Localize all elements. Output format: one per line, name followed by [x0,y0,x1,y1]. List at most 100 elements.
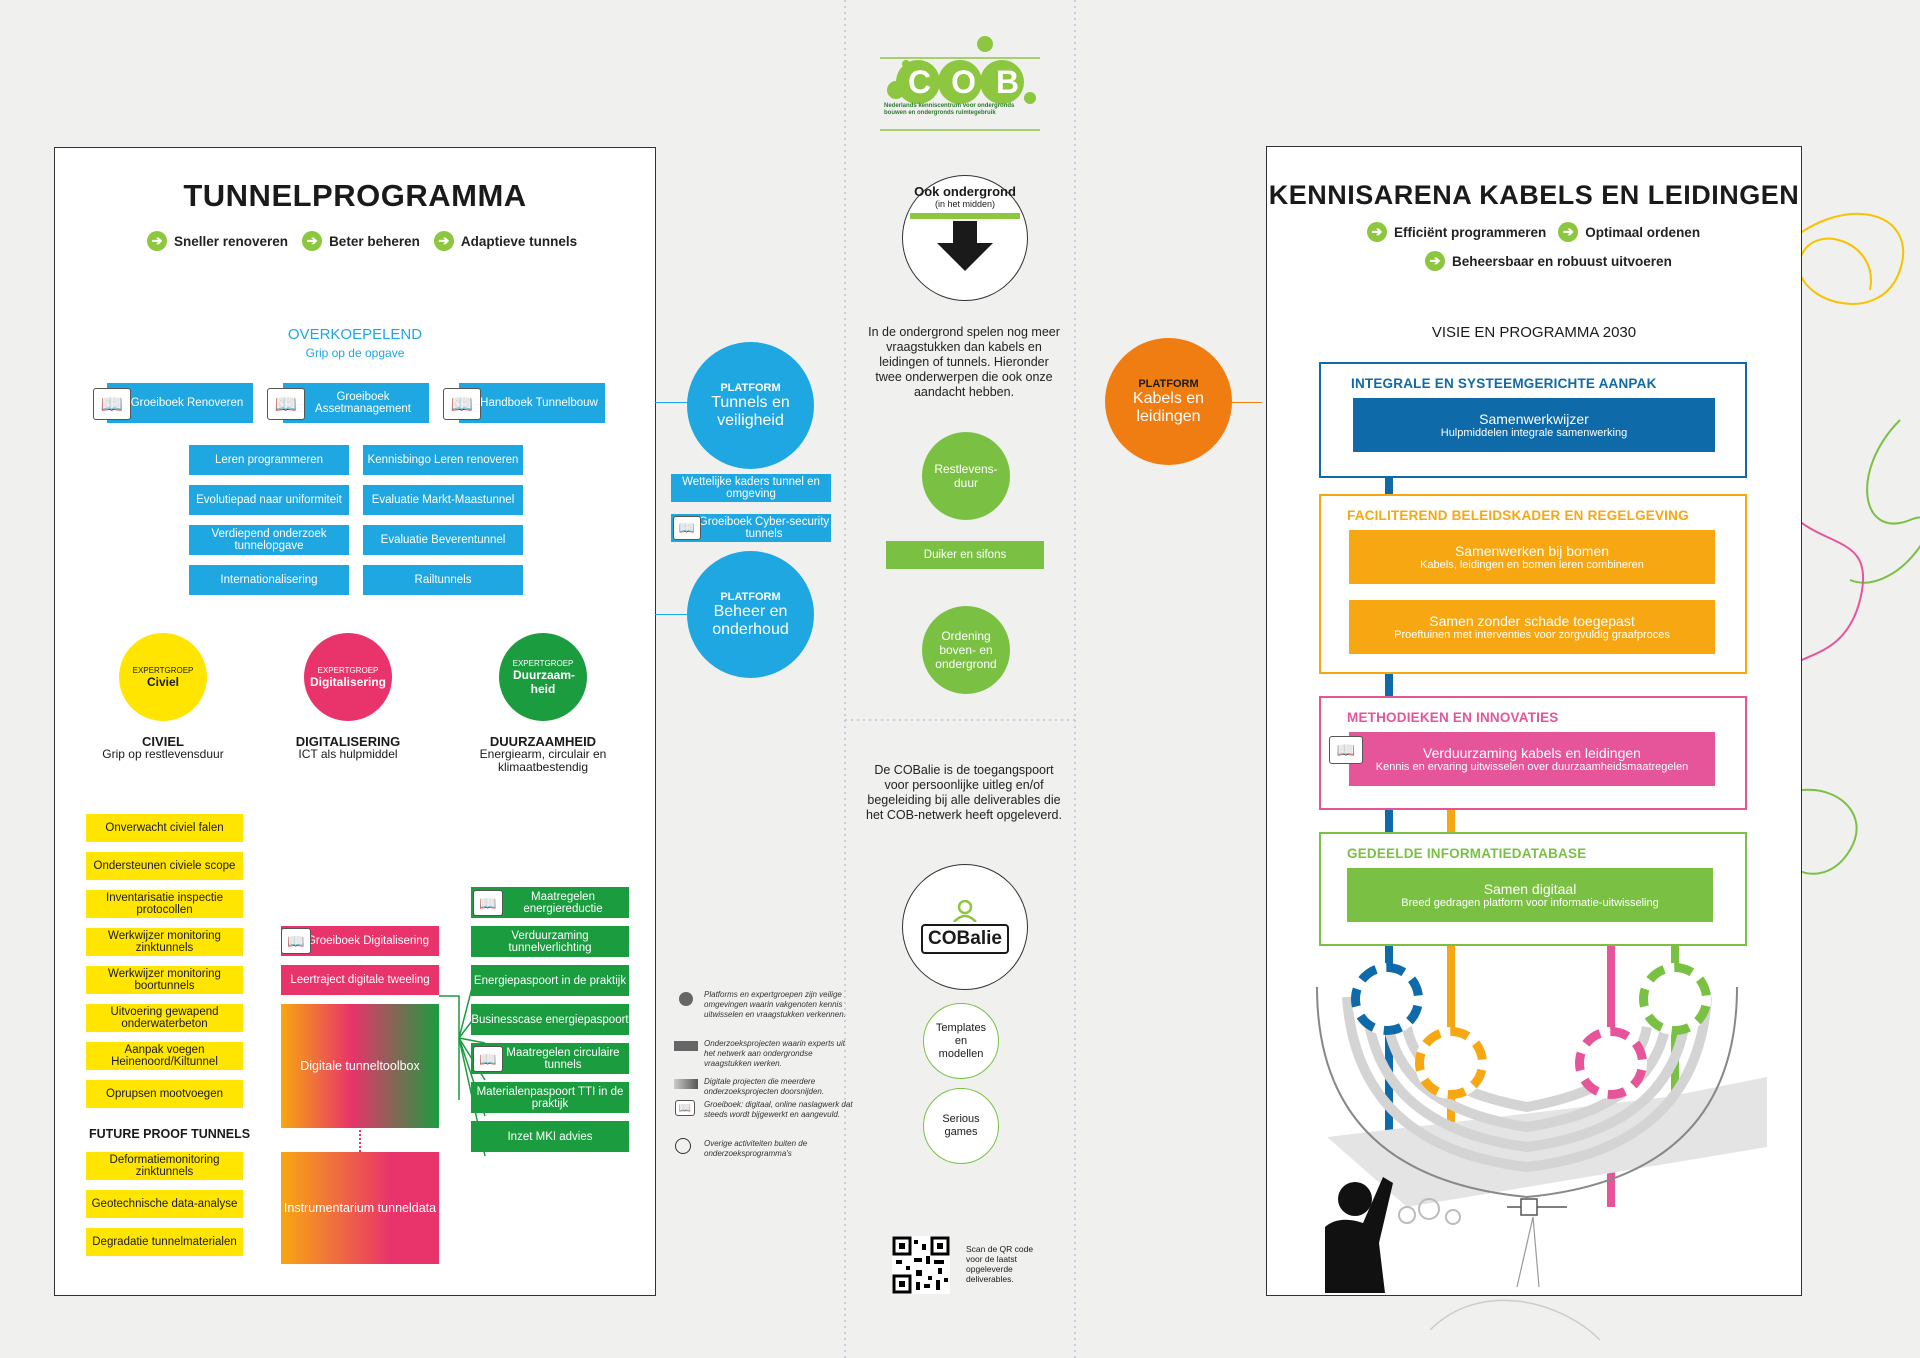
arrow-right-icon: ➔ [1558,222,1579,242]
samenwerken-bij-bomen-box[interactable]: Samenwerken bij bomen Kabels, leidingen … [1349,530,1715,584]
book-icon: 📖 [281,928,311,954]
connector-line-orange [1447,807,1455,1137]
green-bar [910,212,1020,219]
wettelijke-kaders-box[interactable]: Wettelijke kaders tunnel en omgeving [671,474,831,502]
legend-text: Groeiboek: digitaal, online naslagwerk d… [704,1100,853,1119]
platform-connector [1232,402,1262,403]
ondergrond-intro-text: In de ondergrond spelen nog meer vraagst… [868,325,1060,399]
templates-modellen-circle[interactable]: Templates en modellen [923,1003,999,1079]
restlevensduur-circle[interactable]: Restlevens-duur [922,432,1010,520]
legend-swatch-circle [679,992,693,1006]
connector-line-lime [1671,927,1679,1157]
platform-connector [655,614,689,615]
legend-swatch-box [674,1041,698,1051]
arrow-right-icon: ➔ [433,231,454,251]
cob-logo: COB Nederlands kenniscentrum voor onderg… [870,30,1050,150]
tunnelprogramma-panel: TUNNELPROGRAMMA ➔Sneller renoveren ➔Bete… [54,147,656,1296]
goal-item: ➔Beheersbaar en robuust uitvoeren [1425,251,1672,271]
legend: Platforms en expertgroepen zijn veilige … [672,990,853,1160]
cobalie-desk: COBalie [921,924,1009,954]
verduurzaming-kabels-box[interactable]: Verduurzaming kabels en leidingen Kennis… [1349,732,1715,786]
project-box[interactable]: Evaluatie Beverentunnel [363,525,523,555]
leertraject-digitale-tweeling-box[interactable]: Leertraject digitale tweeling [281,965,439,995]
future-proof-heading: FUTURE PROOF TUNNELS [89,1127,251,1141]
expertgroep-digitalisering-circle[interactable]: EXPERTGROEP Digitalisering [304,633,392,721]
digitale-tunneltoolbox-box[interactable]: Digitale tunneltoolbox [281,1004,439,1128]
samenwerkwijzer-box[interactable]: Samenwerkwijzer Hulpmiddelen integrale s… [1353,398,1715,452]
expertgroep-civiel-circle[interactable]: EXPERTGROEP Civiel [119,633,207,721]
qr-caption: Scan de QR code voor de laatst opgelever… [966,1244,1034,1284]
instrumentarium-tunneldata-box[interactable]: Instrumentarium tunneldata [281,1152,439,1264]
ordening-circle[interactable]: Ordening boven- en ondergrond [922,606,1010,694]
expert-caption-digitalisering: DIGITALISERING ICT als hulpmiddel [295,734,401,761]
civiel-item[interactable]: Werkwijzer monitoring zinktunnels [86,928,243,956]
cobalie-circle[interactable]: COBalie [902,864,1028,990]
project-box[interactable]: Evaluatie Markt-Maastunnel [363,485,523,515]
section-informatiedatabase: GEDEELDE INFORMATIEDATABASE Samen digita… [1319,832,1747,946]
person-icon [953,900,977,922]
expertgroep-duurzaamheid-circle[interactable]: EXPERTGROEP Duurzaam-heid [499,633,587,721]
platform-kabels-leidingen-circle[interactable]: PLATFORM Kabels en leidingen [1105,338,1232,465]
duurzaam-item[interactable]: Energiepaspoort in de praktijk [471,965,629,996]
civiel-item[interactable]: Aanpak voegen Heinenoord/Kiltunnel [86,1042,243,1070]
cob-logo-graphic [880,36,1040,131]
project-box[interactable]: Kennisbingo Leren renoveren [363,445,523,475]
goal-item: ➔Beter beheren [302,231,420,251]
arrow-right-icon: ➔ [302,231,323,251]
tunnel-goals: ➔Sneller renoveren ➔Beter beheren ➔Adapt… [147,231,577,251]
project-box[interactable]: Verdiepend onderzoek tunnelopgave [189,525,349,555]
samen-digitaal-box[interactable]: Samen digitaal Breed gedragen platform v… [1347,868,1713,922]
book-icon: 📖 [93,388,131,420]
handboek-tunnelbouw-box[interactable]: Handboek Tunnelbouw [459,383,605,423]
tunnelprogramma-title: TUNNELPROGRAMMA [183,178,527,213]
project-box[interactable]: Leren programmeren [189,445,349,475]
goal-item: ➔Adaptieve tunnels [433,231,577,251]
duiker-sifons-box[interactable]: Duiker en sifons [886,541,1044,569]
ook-ondergrond-circle: Ook ondergrond (in het midden) [902,175,1028,301]
platform-beheer-onderhoud-circle[interactable]: PLATFORM Beheer en onderhoud [687,551,814,678]
serious-games-circle[interactable]: Serious games [923,1088,999,1164]
connector-line-blue [1385,477,1393,1177]
book-icon: 📖 [443,388,481,420]
civiel-item[interactable]: Inventarisatie inspectie protocollen [86,890,243,918]
civiel-item[interactable]: Oprupsen mootvoegen [86,1080,243,1108]
future-item[interactable]: Deformatiemonitoring zinktunnels [86,1152,243,1180]
legend-text: Digitale projecten die meerdere onderzoe… [704,1077,825,1096]
book-icon: 📖 [675,1100,695,1116]
overkoepelend-heading: OVERKOEPELEND [287,326,423,343]
gear-icon [1639,963,1711,1035]
future-item[interactable]: Degradatie tunnelmaterialen [86,1228,243,1256]
duurzaam-item[interactable]: Businesscase energiepaspoort [471,1004,629,1035]
duurzaam-item[interactable]: Inzet MKI advies [471,1121,629,1152]
gear-icon [1351,963,1423,1035]
cobalie-text: De COBalie is de toegangspoort voor pers… [866,763,1062,822]
arrow-right-icon: ➔ [1425,251,1445,271]
duurzaam-item[interactable]: Materialenpaspoort TTI in de praktijk [471,1082,629,1113]
future-item[interactable]: Geotechnische data-analyse [86,1190,243,1218]
platform-tunnels-veiligheid-circle[interactable]: PLATFORM Tunnels en veiligheid [687,342,814,469]
legend-text: Platforms en expertgroepen zijn veilige … [704,990,846,1019]
dotted-connector [359,1130,361,1160]
legend-text: Onderzoeksprojecten waarin experts uit h… [704,1039,845,1068]
book-icon: 📖 [673,516,701,540]
duurzaam-item[interactable]: Verduurzaming tunnelverlichting [471,926,629,957]
civiel-item[interactable]: Ondersteunen civiele scope [86,852,243,880]
section-beleidskader: FACILITEREND BELEIDSKADER EN REGELGEVING… [1319,494,1747,674]
overkoepelend-subheading: Grip op de opgave [305,346,405,360]
expert-caption-civiel: CIVIEL Grip op restlevensduur [102,734,224,761]
book-icon: 📖 [473,1046,503,1072]
project-box[interactable]: Internationalisering [189,565,349,595]
civiel-item[interactable]: Werkwijzer monitoring boortunnels [86,966,243,994]
groeiboek-assetmanagement-box[interactable]: Groeiboek Assetmanagement [283,383,429,423]
project-box[interactable]: Railtunnels [363,565,523,595]
goal-item: ➔Efficiënt programmeren [1367,222,1546,242]
project-box[interactable]: Evolutiepad naar uniformiteit [189,485,349,515]
civiel-item[interactable]: Uitvoering gewapend onderwaterbeton [86,1004,243,1032]
civiel-item[interactable]: Onverwacht civiel falen [86,814,243,842]
samen-zonder-schade-box[interactable]: Samen zonder schade toegepast Proeftuine… [1349,600,1715,654]
groeiboek-renoveren-box[interactable]: Groeiboek Renoveren [107,383,253,423]
qr-code[interactable] [892,1236,950,1294]
goal-item: ➔Optimaal ordenen [1558,222,1700,242]
book-icon: 📖 [267,388,305,420]
